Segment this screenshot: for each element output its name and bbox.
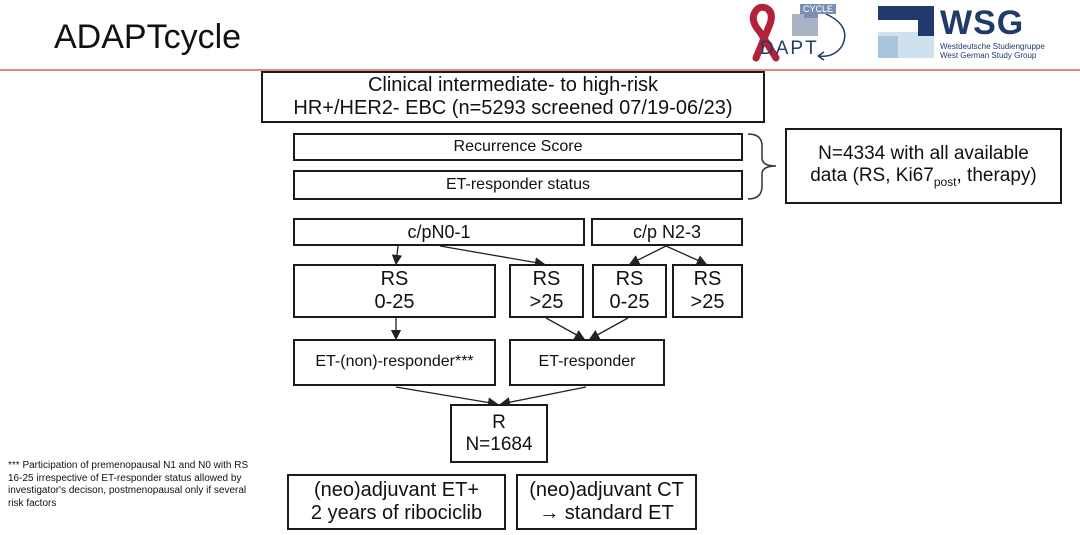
population-line1: Clinical intermediate- to high-risk xyxy=(367,74,659,96)
et-non-responder-label: ET-(non)-responder*** xyxy=(315,353,474,371)
rs-box-n23-gt25: RS >25 xyxy=(672,264,743,318)
arm-ct-line2: → standard ET xyxy=(539,502,674,524)
arrow-rs25-resp xyxy=(545,317,586,340)
arrow-rs025n23-resp xyxy=(588,317,629,340)
arrow-resp-r xyxy=(499,386,587,408)
wsg-subtitle-de: Westdeutsche Studiengruppe xyxy=(940,42,1045,51)
node-n0-1-label: c/pN0-1 xyxy=(407,221,471,242)
wsg-logo: WSG Westdeutsche Studiengruppe West Germ… xyxy=(878,4,1074,60)
recurrence-score-label: Recurrence Score xyxy=(453,137,583,155)
rs-label: RS xyxy=(693,268,722,290)
wsg-subtitle-en: West German Study Group xyxy=(940,51,1037,60)
available-data-line2-post: , therapy) xyxy=(956,164,1037,186)
wsg-mark-icon xyxy=(878,6,934,58)
title-divider xyxy=(0,69,1080,71)
et-responder-status-label: ET-responder status xyxy=(445,175,591,193)
arm-et-line2: 2 years of ribociclib xyxy=(310,502,483,524)
node-n0-1-box: c/pN0-1 xyxy=(293,218,585,246)
rs-range: 0-25 xyxy=(374,291,415,313)
et-responder-box: ET-responder xyxy=(509,339,665,386)
data-brace xyxy=(747,133,777,200)
available-data-line2: data (RS, Ki67post, therapy) xyxy=(810,165,1037,190)
arrow-n23-rs25 xyxy=(665,245,708,266)
et-responder-label: ET-responder xyxy=(538,353,636,371)
rs-label: RS xyxy=(615,268,644,290)
rs-label: RS xyxy=(532,268,561,290)
slide-title: ADAPTcycle xyxy=(54,18,242,56)
adapt-word: DAPT xyxy=(760,38,819,59)
arrow-n23-rs025 xyxy=(628,245,667,265)
population-box: Clinical intermediate- to high-risk HR+/… xyxy=(261,71,765,123)
randomization-n: N=1684 xyxy=(465,433,533,455)
recurrence-score-box: Recurrence Score xyxy=(293,133,743,161)
arm-ct-box: (neo)adjuvant CT → standard ET xyxy=(516,474,697,530)
cycle-tag: CYCLE xyxy=(800,4,837,14)
randomization-box: R N=1684 xyxy=(450,404,548,463)
node-n2-3-box: c/p N2-3 xyxy=(591,218,743,246)
available-data-line2-pre: data (RS, Ki67 xyxy=(810,164,934,186)
rs-range: >25 xyxy=(690,291,725,313)
available-data-line1: N=4334 with all available xyxy=(818,142,1029,164)
rs-box-n23-0-25: RS 0-25 xyxy=(592,264,667,318)
randomization-label: R xyxy=(492,411,506,433)
footnote: *** Participation of premenopausal N1 an… xyxy=(8,460,249,509)
rs-range: >25 xyxy=(529,291,564,313)
rs-label: RS xyxy=(380,268,409,290)
et-non-responder-box: ET-(non)-responder*** xyxy=(293,339,496,386)
population-line2: HR+/HER2- EBC (n=5293 screened 07/19-06/… xyxy=(293,97,733,119)
et-responder-status-box: ET-responder status xyxy=(293,170,743,200)
rs-box-n01-0-25: RS 0-25 xyxy=(293,264,496,318)
arm-ct-line1: (neo)adjuvant CT xyxy=(529,479,684,501)
rs-box-n01-gt25: RS >25 xyxy=(509,264,584,318)
node-n2-3-label: c/p N2-3 xyxy=(632,221,702,242)
arm-et-line1: (neo)adjuvant ET+ xyxy=(313,479,480,501)
arm-et-ribociclib-box: (neo)adjuvant ET+ 2 years of ribociclib xyxy=(287,474,506,530)
arrow-nonresp-r xyxy=(395,386,499,408)
arrow-n01-rs25 xyxy=(439,245,546,268)
arrow-n01-rs025 xyxy=(391,245,403,266)
rs-range: 0-25 xyxy=(609,291,650,313)
wsg-abbr: WSG xyxy=(940,4,1025,42)
available-data-box: N=4334 with all available data (RS, Ki67… xyxy=(785,128,1062,204)
available-data-line2-sub: post xyxy=(933,174,957,189)
adapt-logo: CYCLE DAPT xyxy=(742,2,864,64)
